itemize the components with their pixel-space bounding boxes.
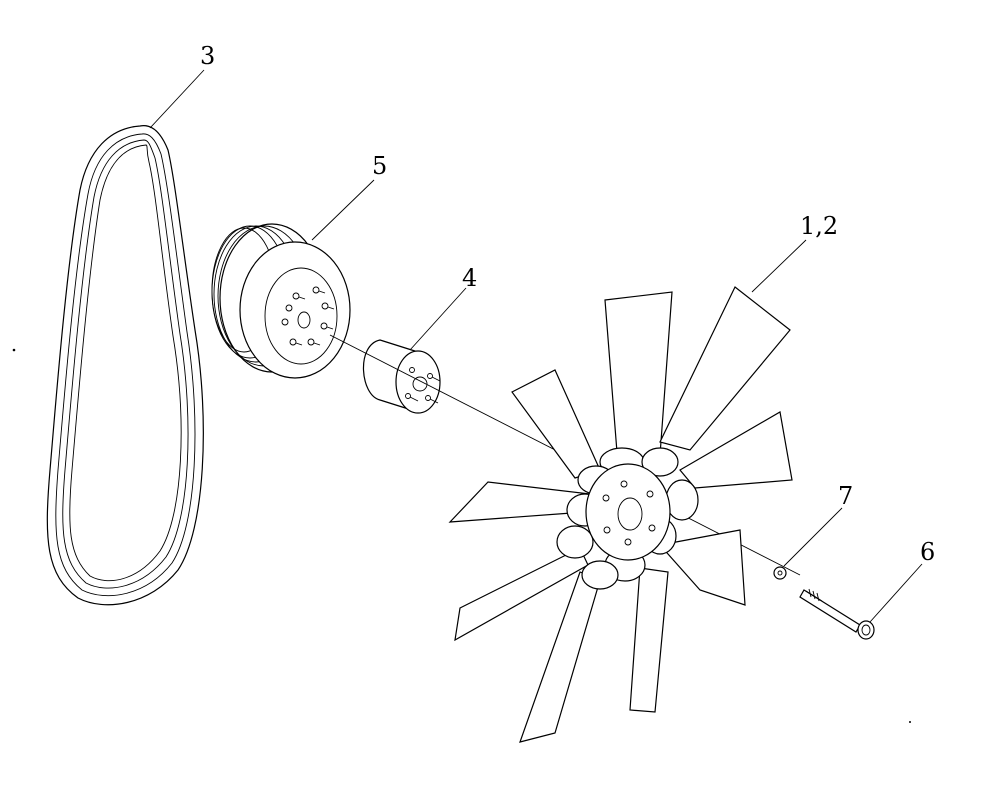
leader-lines xyxy=(149,69,923,623)
callout-pulley: 5 xyxy=(372,152,388,180)
callout-belt: 3 xyxy=(200,42,216,70)
drive-belt xyxy=(46,125,204,606)
stray-mark xyxy=(12,348,16,352)
leader-line-belt xyxy=(149,69,205,129)
fan-spacer xyxy=(362,339,441,414)
pulley-bolt-holes xyxy=(281,286,335,346)
callout-bolt: 6 xyxy=(920,538,936,566)
fan-bolt xyxy=(799,588,875,640)
cooling-fan xyxy=(448,286,793,743)
leader-line-pulley xyxy=(311,179,375,241)
washer xyxy=(773,566,787,580)
crankshaft-pulley xyxy=(211,223,351,379)
callout-washer: 7 xyxy=(838,482,854,510)
leader-line-spacer xyxy=(409,287,467,351)
callout-spacer: 4 xyxy=(462,264,478,292)
leader-line-bolt xyxy=(869,563,923,623)
stray-mark xyxy=(909,721,911,723)
leader-line-fan xyxy=(751,239,807,293)
leader-line-washer xyxy=(783,507,843,567)
callout-fan: 1,2 xyxy=(800,212,839,240)
